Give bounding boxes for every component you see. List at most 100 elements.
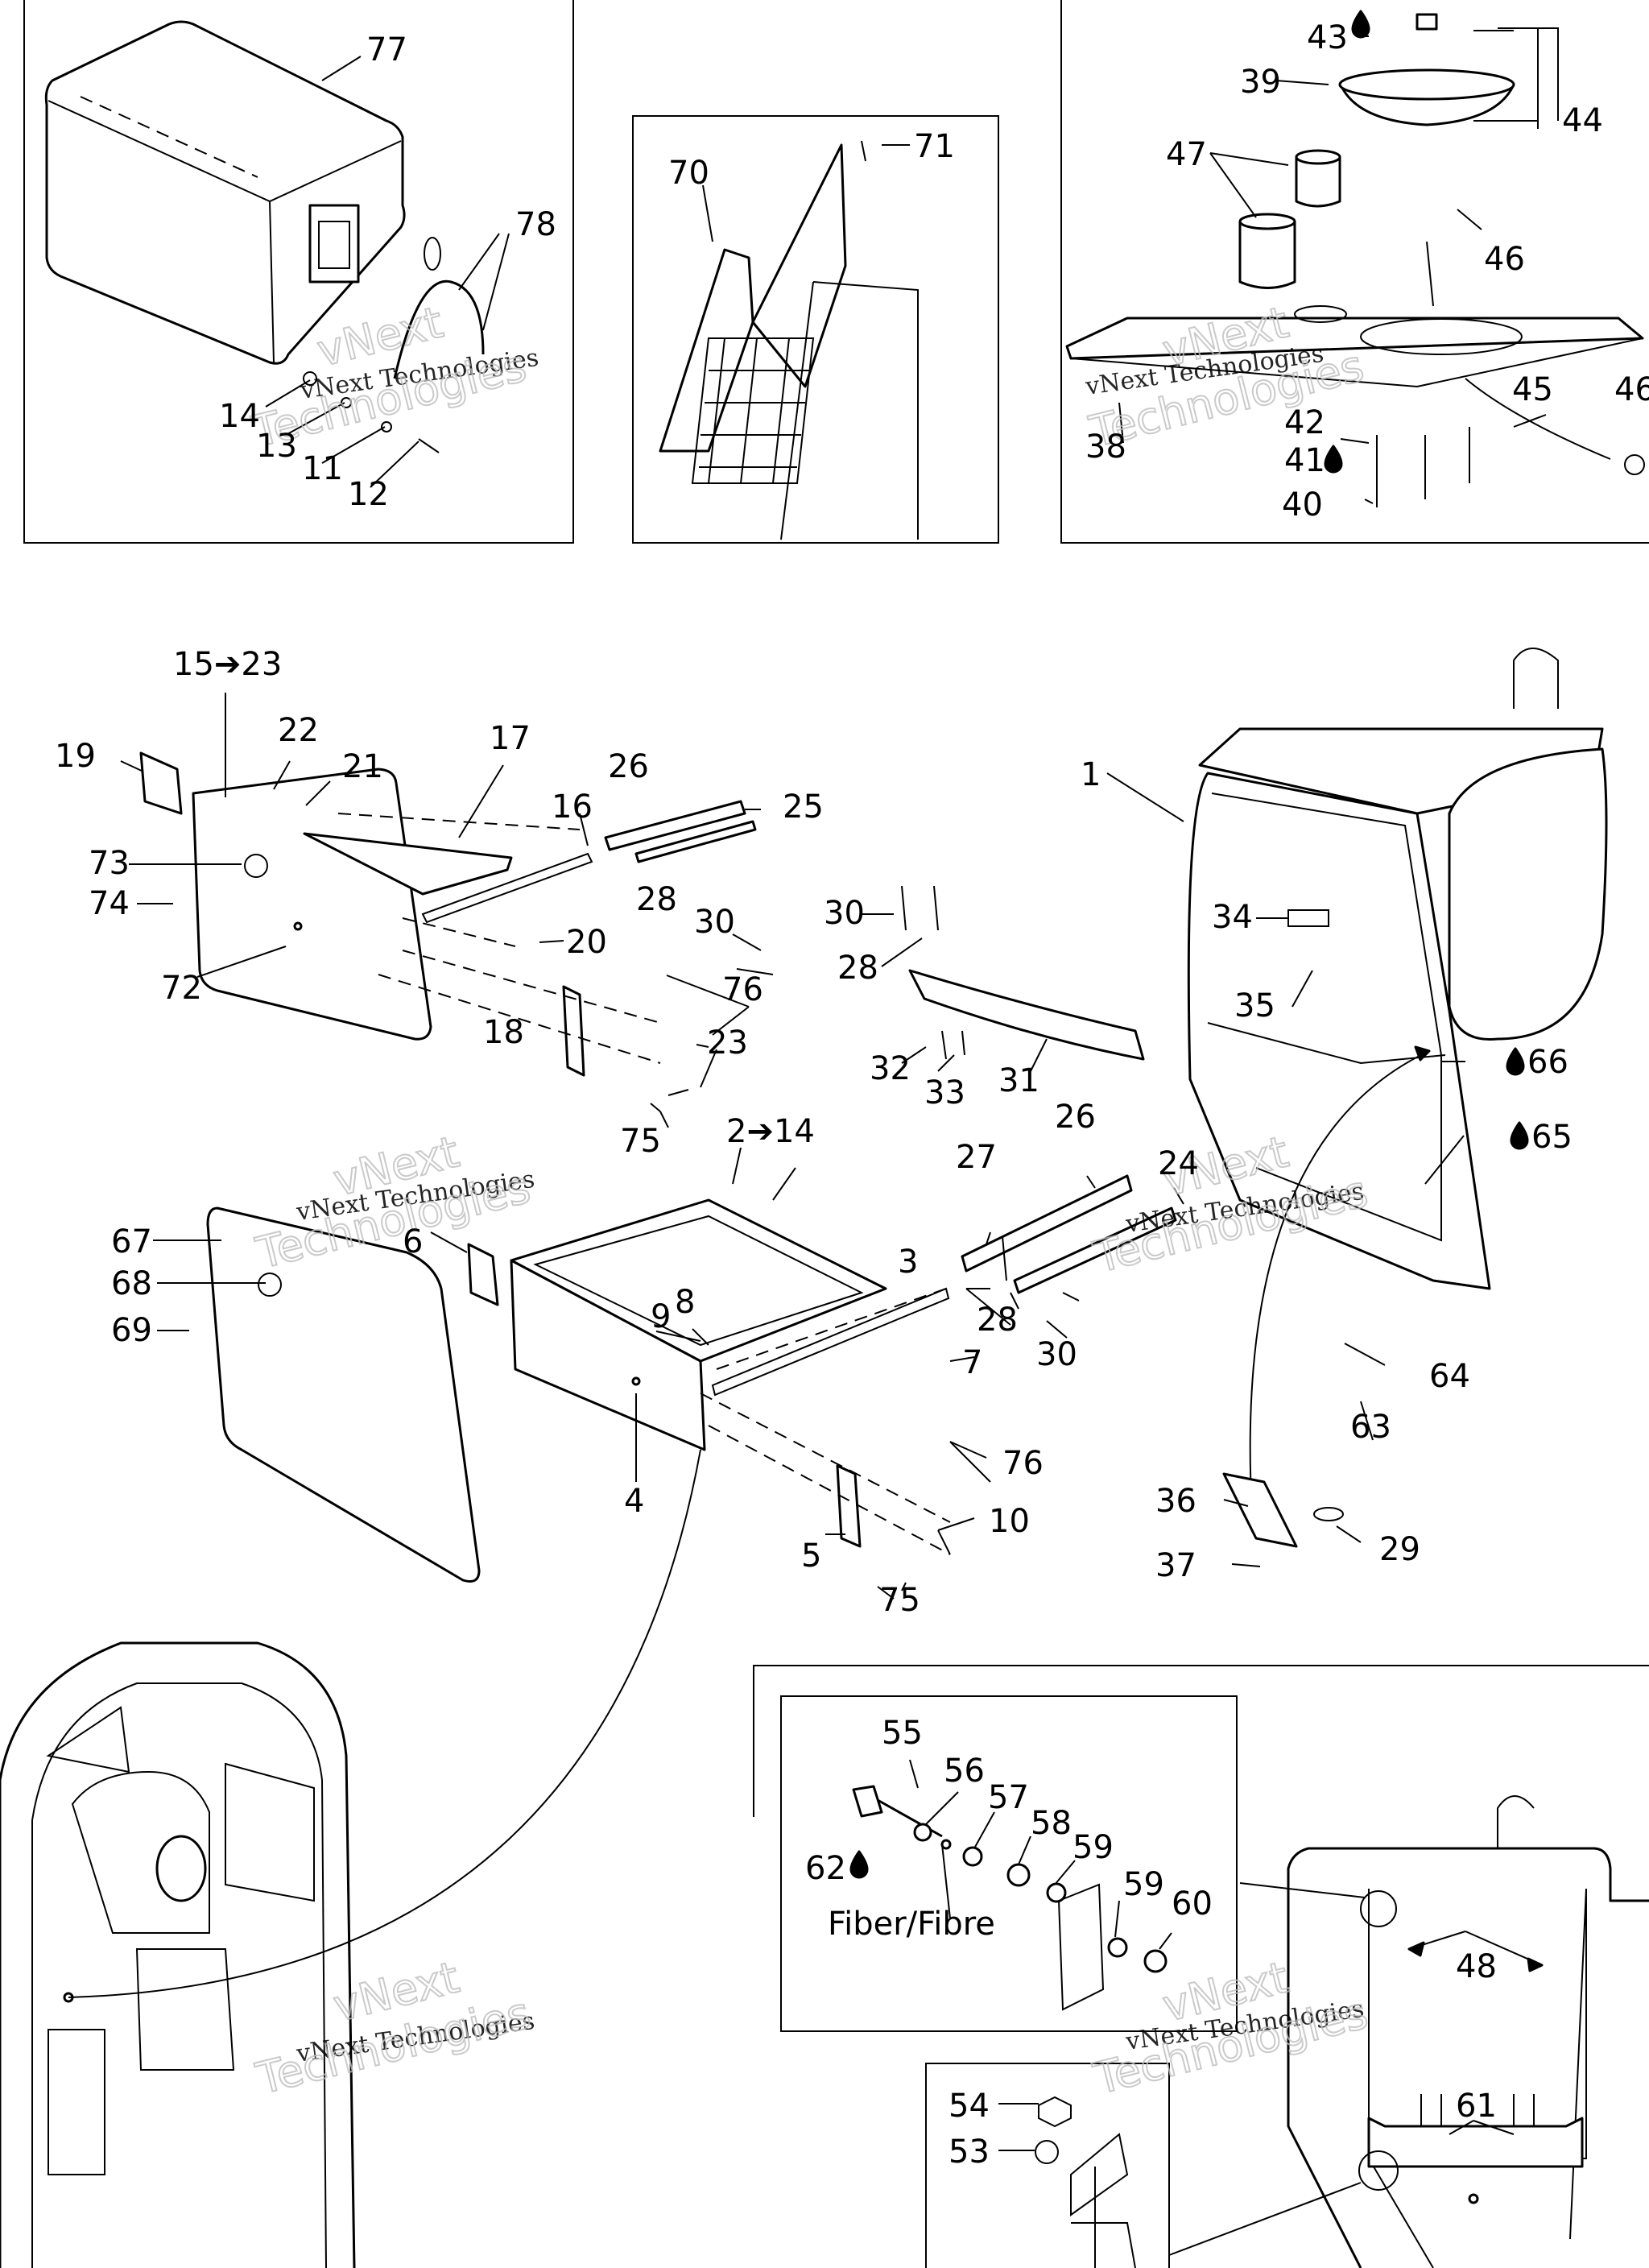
callout-75a: 75 [620,1123,661,1160]
callout-26a: 26 [608,748,649,785]
callout-54: 54 [948,2088,990,2125]
slide-3 [711,1287,950,1397]
callout-10: 10 [989,1503,1030,1540]
hull-hatch [155,1835,207,1902]
tray-assembly [901,885,1145,1061]
cupholder-lower-rim [1238,213,1296,230]
callout-63: 63 [1350,1409,1391,1446]
callout-7: 7 [962,1344,982,1381]
faucet [1513,648,1559,709]
basket-wire [691,337,815,484]
console-assembly [1187,648,1608,1548]
drop-icon [1506,1047,1525,1076]
callout-25: 25 [783,788,824,826]
front-tray-61 [1367,2117,1584,2168]
cooler-handle [393,279,485,379]
callout-41: 41 [1284,442,1325,479]
basket-assembly [659,140,919,540]
callout-37: 37 [1155,1547,1196,1584]
tray-hardware [901,885,965,1060]
panel-fastener-detail [780,1695,1238,2032]
nut-60 [1143,1949,1168,1973]
callout-46b: 46 [1614,371,1649,408]
callout-57: 57 [988,1779,1029,1816]
leaders-tray [862,913,1048,1072]
dot-4 [631,1376,641,1386]
cooler-latch-inner [318,221,350,269]
hull-lower [48,1948,235,2175]
seat-cushion [1448,747,1608,1041]
callout-14: 14 [219,398,260,435]
zoom-circle-bottom [1358,2150,1399,2191]
lower-drawer-guides [700,1288,951,1555]
cooler-latch [308,204,360,284]
drop-icon [1324,445,1343,474]
callout-34: 34 [1212,899,1253,936]
callout-1: 1 [1081,756,1101,793]
drain-hose [1426,241,1611,460]
front-studs [1420,2094,1535,2126]
zoom-leader-top [1239,1882,1366,1898]
arrowheads [1407,1045,1544,1972]
panel-sink [1060,0,1649,544]
callout-48: 48 [1456,1948,1497,1985]
bracket-19 [139,751,183,815]
door-67 [206,1206,481,1583]
console-body-1 [1187,772,1491,1290]
console-edge [780,281,919,540]
console-side [751,143,847,388]
countertop-side [1070,337,1643,388]
arrow-right-icon [1414,1045,1431,1062]
zoom-leader-bottom [1168,2182,1362,2256]
callout-3: 3 [898,1244,918,1281]
callout-73: 73 [89,845,130,882]
callout-9: 9 [651,1298,671,1335]
callout-28b: 28 [837,950,878,987]
cooler-lid-dash [80,96,258,178]
panel-nut-detail [925,2063,1170,2268]
callout-labels: 77 78 14 13 11 12 70 71 43 39 44 47 46 4… [55,19,1649,2171]
callout-71: 71 [914,128,955,165]
panel-frames [23,0,1649,2268]
callout-59a: 59 [1072,1829,1114,1866]
callout-67: 67 [111,1223,152,1260]
drop-icons [849,10,1529,1879]
callout-35: 35 [1234,987,1275,1024]
callout-28a: 28 [636,881,677,918]
cupholder-hole [1294,305,1347,323]
callout-15-23: 15➔23 [173,646,282,683]
callout-66: 66 [1527,1044,1568,1081]
lock-73 [244,854,268,878]
dot-72 [293,921,303,931]
callout-5: 5 [801,1538,821,1575]
callout-68: 68 [111,1265,152,1302]
leaders-cooler [265,56,510,488]
callout-61: 61 [1456,2088,1497,2125]
callout-30a: 30 [694,904,735,941]
upper-drawer-assembly [139,751,757,1077]
callout-17: 17 [490,720,531,757]
panel-basket [632,115,999,544]
callout-44: 44 [1562,102,1603,139]
slide-16 [421,852,593,924]
callout-30b: 30 [824,895,865,932]
drop-icon [849,1850,869,1879]
upper-drawer-guides [337,813,661,1064]
screw-12 [418,438,440,453]
hull-leader-curve [68,1449,701,1998]
callout-39: 39 [1240,64,1281,101]
callout-42: 42 [1284,404,1325,441]
hardware-11 [381,421,392,432]
gasket-29 [1313,1507,1344,1521]
cooler-lid-seam [269,201,275,363]
washer-59b [1107,1937,1128,1958]
callout-22: 22 [278,712,319,749]
leaders-lower-drawer [655,1147,1184,1600]
leaders-console [1106,772,1543,2135]
callout-31: 31 [998,1062,1039,1099]
front-faucet [1497,1795,1535,1848]
fastener-detail [852,1785,1168,2268]
panel-fiber [1057,1883,1105,2011]
hardware-13 [341,397,352,408]
